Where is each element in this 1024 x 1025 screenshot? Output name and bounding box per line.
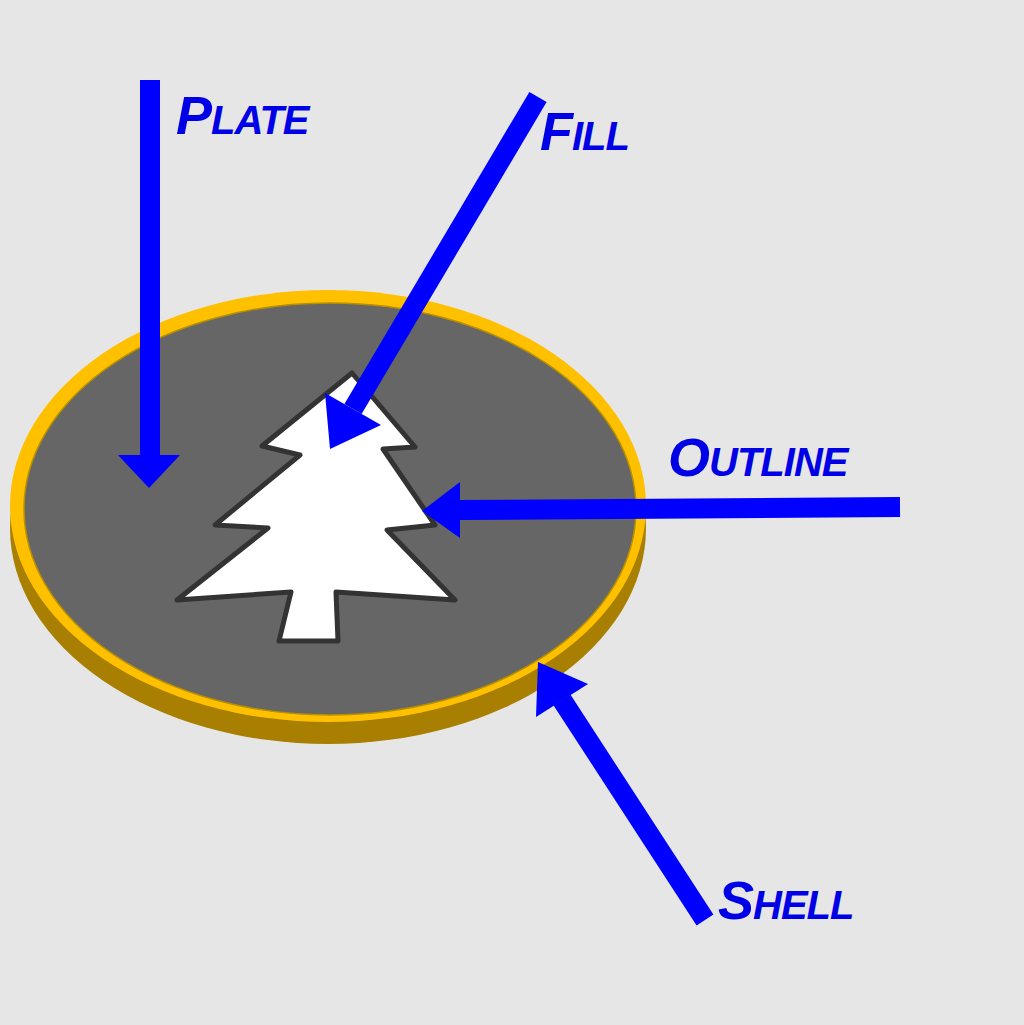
part-label: SHELL bbox=[718, 873, 853, 927]
arrow-head bbox=[422, 482, 460, 538]
arrow-head bbox=[118, 455, 180, 488]
leader-arrow bbox=[140, 80, 160, 456]
leader-arrow bbox=[353, 97, 538, 409]
tree-fill bbox=[177, 373, 455, 641]
part-label: OUTLINE bbox=[668, 430, 847, 484]
part-label: FILL bbox=[540, 104, 629, 158]
leader-arrow bbox=[459, 507, 900, 510]
part-label: PLATE bbox=[176, 88, 309, 142]
arrow-head bbox=[325, 393, 381, 449]
arrow-head bbox=[536, 662, 588, 717]
leader-arrow bbox=[562, 700, 705, 920]
